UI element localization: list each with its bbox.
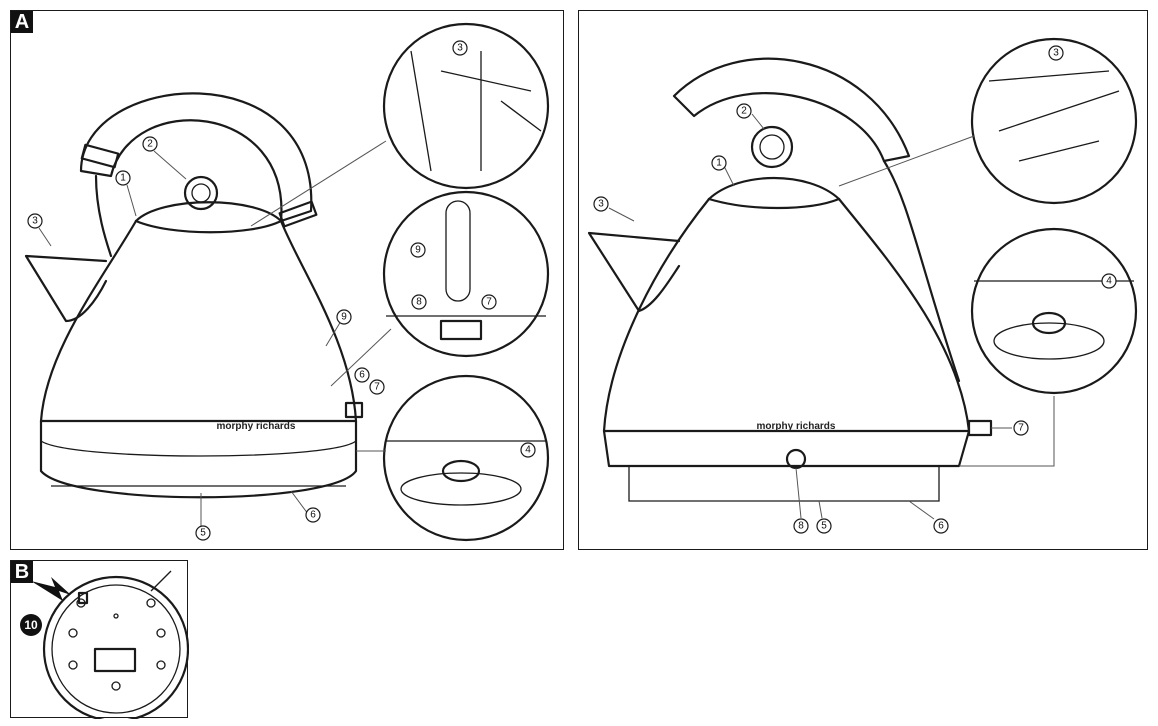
detail-base-connector — [970, 227, 1138, 395]
detail-base-connector — [382, 374, 550, 542]
kettle-right-drawing: morphy richards — [587, 37, 1138, 520]
kettle-lid — [134, 201, 283, 223]
panel-a: A morphy richards — [10, 10, 564, 550]
brand-label-right: morphy richards — [757, 421, 836, 432]
kettle-base — [39, 419, 358, 499]
handle-grip-left — [80, 143, 120, 169]
kettle-base-underside — [31, 570, 189, 719]
detail-lid-hinge — [382, 22, 550, 190]
kettle-body — [39, 219, 358, 423]
handle-grip-right — [278, 200, 318, 228]
kettle-base — [602, 429, 971, 468]
panel-a-tag: A — [11, 11, 33, 33]
panel-right: morphy richards 2 1 3 7 8 5 6 3 4 — [578, 10, 1148, 550]
kettle-handle — [672, 57, 911, 163]
detail-lid-hinge — [970, 37, 1138, 205]
arrow-icon — [31, 577, 71, 601]
lid-knob — [183, 175, 219, 211]
detail-water-window — [382, 190, 550, 358]
kettle-lid — [707, 177, 841, 201]
panel-b: B 10 — [10, 560, 189, 719]
brand-label-a: morphy richards — [217, 421, 296, 432]
kettle-body — [602, 197, 971, 433]
kettle-spout — [587, 231, 681, 313]
kettle-handle — [79, 92, 313, 223]
panel-b-tag: B — [11, 561, 33, 583]
lid-knob — [750, 125, 794, 169]
kettle-a-drawing: morphy richards — [24, 22, 550, 542]
kettle-spout — [24, 254, 108, 323]
